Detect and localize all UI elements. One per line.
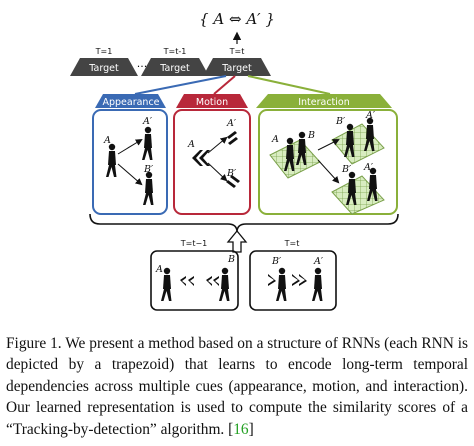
target-tminus1: T=t-1 Target <box>141 47 209 76</box>
frame-time-label: T=t <box>284 239 300 248</box>
appearance-panel: A A′ B′ <box>92 109 168 215</box>
caption-end: ] <box>248 420 254 438</box>
interaction-label-a-prime-1: A′ <box>365 110 376 121</box>
target-label: Target <box>159 63 190 74</box>
interaction-panel: A B B′ A′ B′ A′ <box>258 109 398 215</box>
interaction-label-b-prime-2: B′ <box>341 164 352 175</box>
target-t1: T=1 Target <box>70 47 138 76</box>
interaction-label-a-prime-2: A′ <box>363 162 374 173</box>
top-formula: { A ⇔ A′ } <box>199 10 275 28</box>
cue-label: Motion <box>196 97 228 108</box>
link-interaction <box>247 75 331 95</box>
citation-link[interactable]: 16 <box>233 420 249 438</box>
frame-t: T=t B′ A′ <box>249 239 337 311</box>
link-appearance <box>134 75 227 95</box>
cue-motion: Motion <box>176 94 248 108</box>
target-label: Target <box>221 63 252 74</box>
cue-label: Appearance <box>102 97 159 108</box>
ellipsis: ··· <box>137 60 148 73</box>
motion-label-a-prime: A′ <box>226 118 237 129</box>
interaction-label-b-prime-1: B′ <box>335 116 346 127</box>
interaction-label-a: A <box>271 134 279 145</box>
hollow-up-arrow <box>226 229 248 253</box>
figure-diagram: { A ⇔ A′ } T=1 Target ··· T=t-1 Target T… <box>70 10 399 311</box>
appearance-label-a-prime: A′ <box>142 116 153 127</box>
target-label: Target <box>88 63 119 74</box>
figure-caption: Figure 1. We present a method based on a… <box>6 333 468 440</box>
motion-panel: A A′ B′ <box>173 109 251 215</box>
cue-interaction: Interaction <box>256 94 392 108</box>
target-time-label: T=t <box>229 47 245 56</box>
frame-right-label: B <box>227 254 235 265</box>
motion-label-a: A <box>187 139 195 150</box>
frame-right-label: A′ <box>313 256 324 267</box>
target-time-label: T=1 <box>95 47 113 56</box>
appearance-label-a: A <box>103 135 111 146</box>
motion-label-b-prime: B′ <box>226 168 237 179</box>
cue-label: Interaction <box>298 97 350 108</box>
frame-left-label: A <box>155 264 163 275</box>
appearance-label-b-prime: B′ <box>143 164 154 175</box>
link-motion <box>213 75 236 95</box>
frame-time-label: T=t−1 <box>180 239 208 248</box>
target-time-label: T=t-1 <box>163 47 187 56</box>
caption-text: Figure 1. We present a method based on a… <box>6 335 468 438</box>
interaction-label-b: B <box>307 130 315 141</box>
frame-left-label: B′ <box>271 256 282 267</box>
brace <box>89 213 399 233</box>
frame-t-minus-1: T=t−1 A B <box>150 239 239 311</box>
target-t: T=t Target <box>203 47 271 76</box>
cue-appearance: Appearance <box>95 94 166 108</box>
